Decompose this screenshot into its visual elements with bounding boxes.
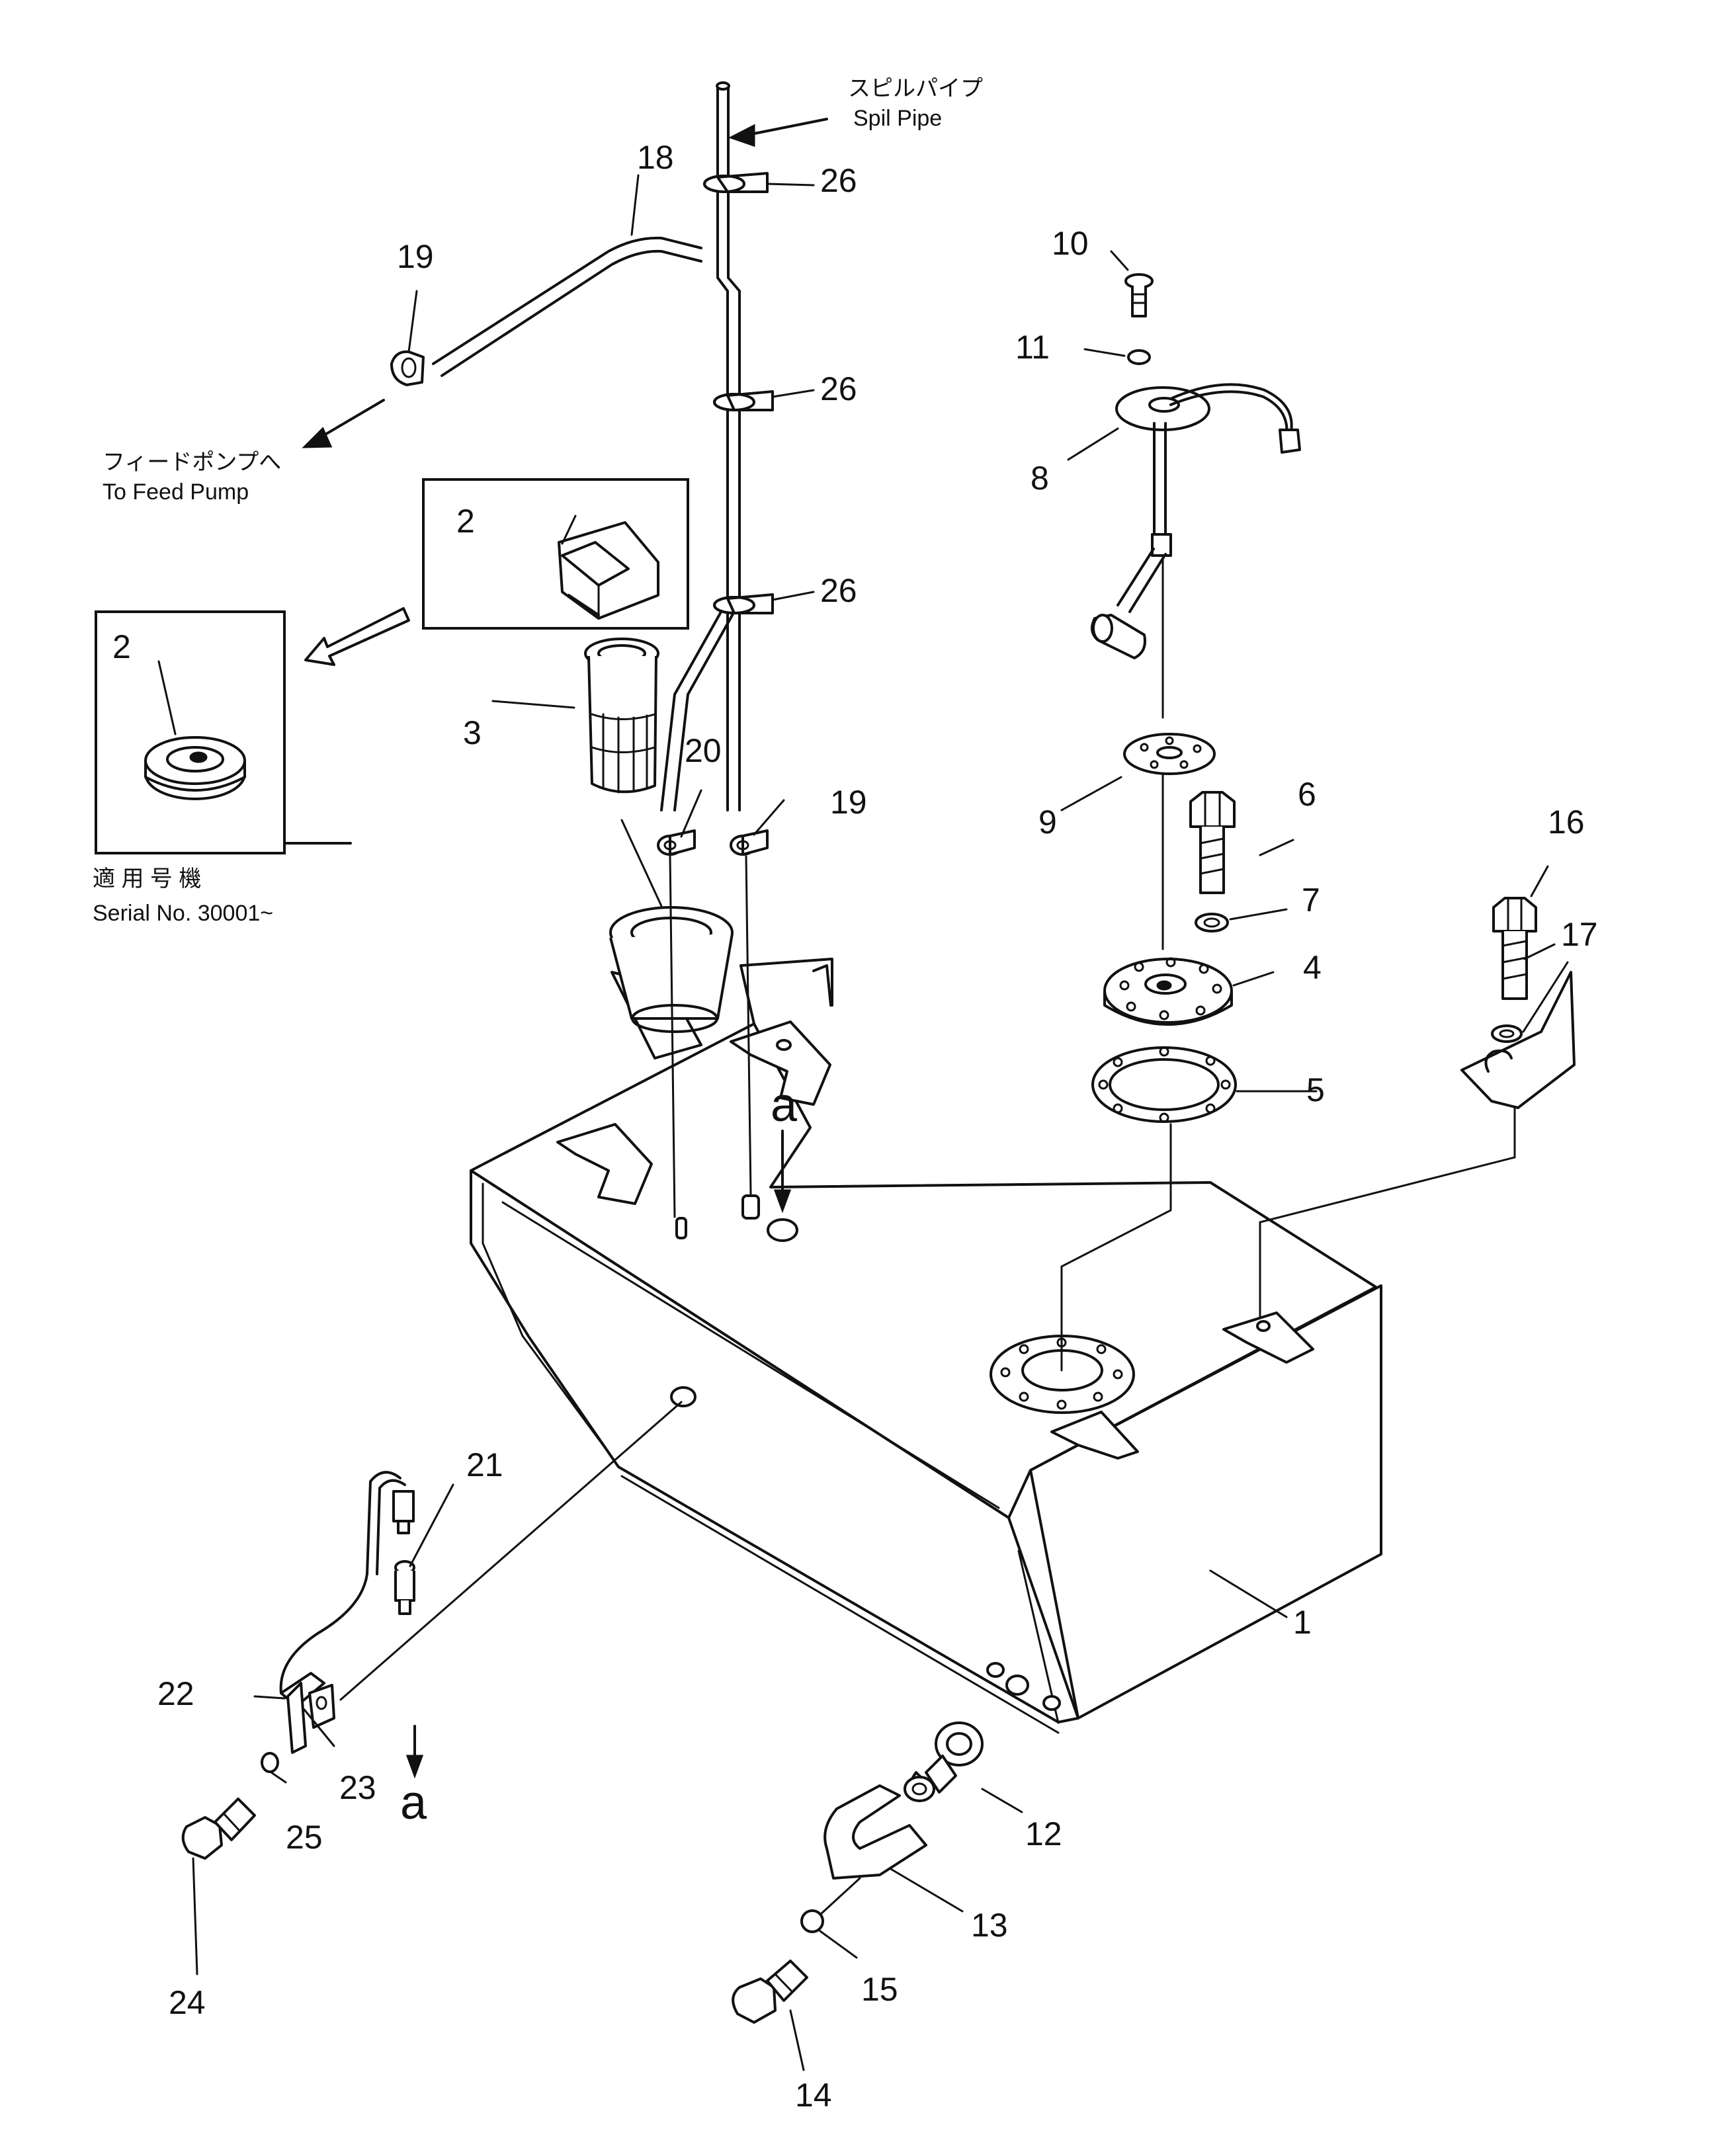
pipe-clamp-26-low [713, 593, 774, 614]
fuel-gauge-sender [1091, 383, 1301, 719]
callout-9: 9 [1038, 804, 1057, 841]
view-a-label-bottom: a [400, 1776, 427, 1829]
callout-21: 21 [466, 1446, 503, 1483]
callout-15: 15 [861, 1971, 898, 2008]
gasket-9 [1123, 733, 1216, 775]
spill-pipe-label-en: Spil Pipe [853, 106, 942, 131]
washer-15 [800, 1909, 824, 1933]
callout-13: 13 [971, 1907, 1008, 1944]
bolt-24 [181, 1798, 256, 1860]
callout-11: 11 [1015, 329, 1050, 366]
tank-plug-3 [767, 1218, 798, 1242]
sensor-21-upper [392, 1490, 415, 1534]
callout-2-box1: 2 [456, 503, 475, 540]
fuel-hose [432, 236, 702, 377]
callout-25: 25 [286, 1819, 323, 1856]
clip-22-23 [280, 1672, 335, 1754]
callout-16: 16 [1548, 804, 1585, 841]
cap-serial-box [95, 610, 286, 854]
bracket-c [1460, 971, 1576, 1109]
sensor-21 [394, 1560, 415, 1615]
fuel-strainer [584, 638, 659, 794]
callout-24: 24 [169, 1984, 206, 2021]
callout-10: 10 [1052, 225, 1089, 262]
view-a-arrow-bottom [405, 1725, 424, 1779]
callout-26-mid: 26 [820, 370, 857, 407]
tank-bracket-right [1222, 1311, 1314, 1364]
bolt-16 [1492, 897, 1537, 1000]
callout-23: 23 [339, 1769, 376, 1806]
callout-18: 18 [637, 139, 674, 176]
washer-17 [1491, 1024, 1523, 1043]
feed-pump-label-jp: フィードポンプへ [103, 450, 281, 475]
serial-label-en: Serial No. 30001~ [93, 901, 273, 926]
leader-lines [157, 174, 1569, 2071]
hose-clamp-19-mid [730, 829, 769, 856]
pipe-clamp-26-mid [713, 390, 774, 411]
callout-6: 6 [1298, 776, 1316, 813]
hose-clamp-20 [657, 829, 696, 856]
view-a-label-top: a [771, 1079, 798, 1132]
washer-7 [1195, 913, 1229, 933]
feed-pump-arrow [302, 399, 385, 448]
callout-19-mid: 19 [830, 784, 867, 821]
callout-1: 1 [1293, 1604, 1312, 1641]
callout-17: 17 [1561, 916, 1598, 953]
pipe-clamp-26-top [703, 172, 769, 193]
callout-8: 8 [1031, 460, 1049, 497]
gasket-5 [1091, 1046, 1237, 1123]
tank-bracket-rear [730, 1020, 831, 1106]
flange-4 [1103, 957, 1233, 1026]
view-a-arrow-top [773, 1130, 792, 1214]
fuel-tank [470, 906, 1382, 1734]
tank-bracket-front [1050, 1411, 1139, 1460]
callout-26-top: 26 [820, 162, 857, 199]
cap-detail-box [422, 478, 689, 630]
spill-pipe-arrow [728, 118, 828, 147]
callout-3: 3 [463, 714, 482, 751]
callout-19-top: 19 [397, 238, 434, 275]
callout-7: 7 [1302, 882, 1320, 919]
serial-label-jp: 適 用 号 機 [93, 866, 201, 891]
callout-4: 4 [1303, 949, 1322, 986]
cap-box-arrow [304, 607, 410, 666]
callout-5: 5 [1306, 1071, 1325, 1108]
bolt-6 [1189, 791, 1236, 894]
filler-cap-round [144, 736, 246, 800]
tank-side-port [670, 1386, 696, 1407]
washer-25 [261, 1752, 279, 1773]
callout-22: 22 [157, 1675, 194, 1712]
tank-plug-1 [675, 1217, 687, 1239]
filler-cap-square [558, 521, 659, 620]
callout-14: 14 [795, 2077, 832, 2114]
tank-bracket-left [556, 1123, 653, 1205]
spill-pipe-label-jp: スピルパイプ [848, 76, 983, 101]
bolt-14 [732, 1960, 808, 2024]
callout-20: 20 [685, 732, 722, 769]
sensor-wire [279, 1471, 406, 1694]
feed-pump-label-en: To Feed Pump [103, 479, 249, 505]
callout-26-low: 26 [820, 572, 857, 609]
screw-10 [1124, 273, 1154, 317]
callout-12: 12 [1025, 1815, 1062, 1852]
tank-plug-2 [741, 1194, 760, 1220]
callout-2-box2: 2 [112, 628, 131, 665]
drain-bracket-13 [823, 1784, 927, 1880]
washer-11 [1127, 349, 1151, 365]
hose-clamp-top [390, 350, 425, 386]
drain-valve-12 [904, 1721, 984, 1802]
